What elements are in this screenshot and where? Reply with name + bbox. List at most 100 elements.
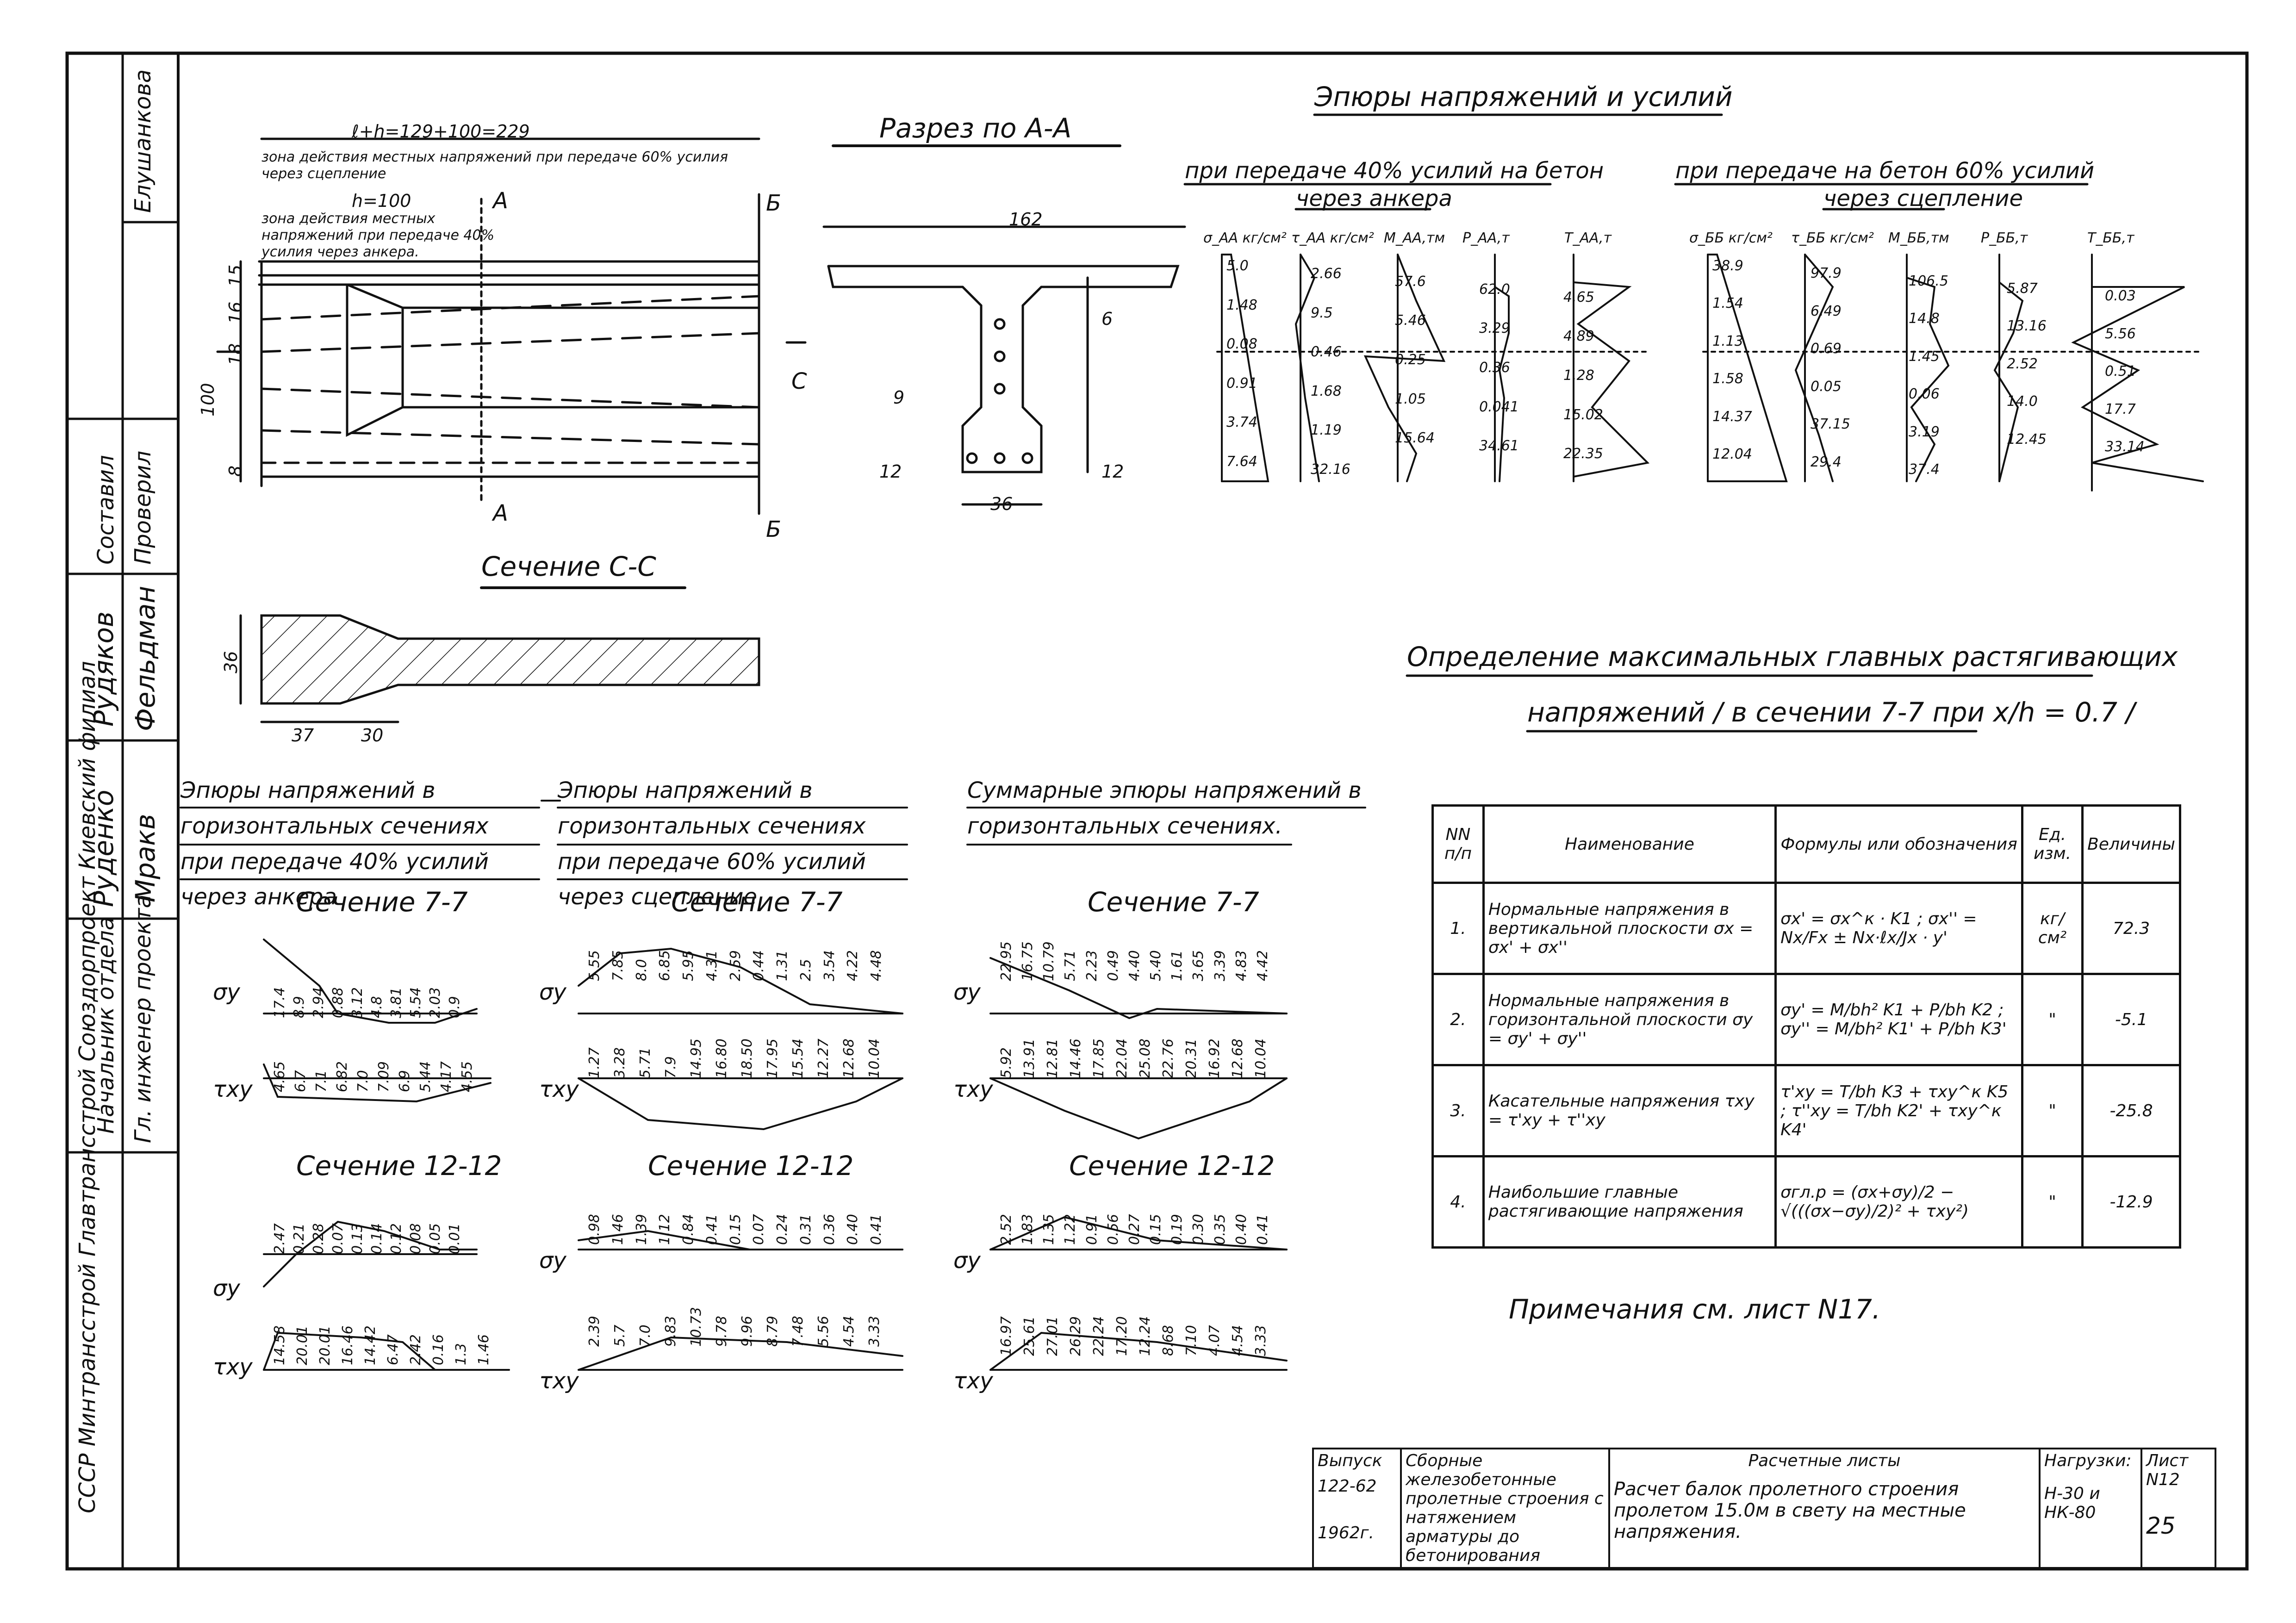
right-value: 106.5 — [1909, 273, 1948, 289]
right-subtitle: через сцепление — [1823, 186, 2023, 211]
hdiag-3-txy-1212: τxy — [953, 1368, 993, 1394]
td-formula: σy' = M/bh² K1 + P/bh K2 ; σy'' = M/bh² … — [1774, 973, 2023, 1066]
diagram-value: 1.46 — [476, 1334, 492, 1365]
right-value: 1.45 — [1909, 348, 1940, 365]
diagram-value: 4.54 — [841, 1316, 857, 1347]
diagram-value: 10.79 — [1041, 941, 1058, 981]
cc-dim-36: 36 — [221, 651, 241, 673]
diagram-value: 2.5 — [797, 959, 814, 981]
diagram-value: 0.88 — [330, 987, 346, 1018]
stamp-name-1: Рудяков — [88, 611, 119, 727]
cc-dim-30: 30 — [361, 725, 384, 746]
diagram-value: 5.54 — [408, 987, 424, 1018]
hdiag-3-sec77: Сечение 7-7 — [1088, 886, 1259, 918]
td-num: 2. — [1431, 973, 1485, 1066]
diagram-value: 16.97 — [998, 1316, 1014, 1356]
diagram-value: 17.95 — [765, 1038, 781, 1078]
left-value: 0.08 — [1226, 336, 1257, 353]
th-num: NN п/п — [1431, 804, 1485, 884]
diagram-value: 22.76 — [1160, 1038, 1176, 1078]
diagram-value: 4.17 — [438, 1061, 454, 1092]
right-value: 13.16 — [2007, 318, 2047, 335]
left-value: 3.29 — [1479, 320, 1510, 337]
stamp-name-5: Елушанкова — [130, 69, 156, 213]
hdiag-1-sy-77: σy — [213, 979, 240, 1005]
aa-dim-r1: 6 — [1101, 309, 1113, 329]
diagram-value: 6.85 — [657, 950, 673, 981]
right-value: 14.37 — [1712, 408, 1752, 425]
epure-right-label-t: T_ББ,т — [2087, 230, 2134, 246]
diagram-value: 0.40 — [1233, 1214, 1250, 1245]
diagram-value: 1.27 — [586, 1047, 603, 1078]
stamp-role-checker: Проверил — [130, 450, 156, 565]
diagram-value: 13.91 — [1021, 1038, 1038, 1078]
diagram-value: 14.42 — [362, 1325, 379, 1365]
hdiag-1-title: Эпюры напряжений в горизонтальных сечени… — [180, 777, 489, 910]
diagram-value: 1.3 — [453, 1343, 469, 1365]
td-num: 3. — [1431, 1064, 1485, 1157]
left-value: 7.64 — [1226, 454, 1257, 470]
diagram-value: 22.95 — [998, 941, 1014, 981]
diagram-value: 16.46 — [340, 1325, 356, 1365]
diagram-value: 0.15 — [727, 1214, 744, 1245]
tb-desc: Сборные железобетонные пролетные строени… — [1400, 1448, 1610, 1569]
diagram-value: 3.54 — [821, 950, 838, 981]
aa-dim-width: 162 — [1009, 209, 1043, 230]
diagram-value: 0.36 — [821, 1214, 838, 1245]
elev-zone-40: зона действия местных напряжений при пер… — [261, 211, 495, 260]
th-formula: Формулы или обозначения — [1774, 804, 2023, 884]
epure-right-label-m: M_ББ,тм — [1888, 230, 1949, 246]
diagram-value: 5.71 — [637, 1047, 653, 1078]
table-header-row: NN п/п Наименование Формулы или обозначе… — [1431, 804, 2181, 884]
hdiag-2-title: Эпюры напряжений в горизонтальных сечени… — [558, 777, 866, 910]
diagram-value: 4.42 — [1254, 950, 1271, 981]
epure-left-label-t: T_AA,т — [1564, 230, 1612, 246]
diagram-value: 4.22 — [845, 950, 861, 981]
diagram-value: 26.29 — [1068, 1316, 1084, 1356]
elev-label-a-bottom: А — [493, 500, 508, 526]
right-value: 0.51 — [2105, 363, 2136, 380]
elev-dim-8: 8 — [225, 465, 246, 477]
hdiag-3-sec1212: Сечение 12-12 — [1069, 1150, 1275, 1181]
hdiag-2-sy-77: σy — [539, 979, 566, 1005]
diagram-value: 4.31 — [703, 950, 720, 981]
diagram-value: 4.83 — [1233, 950, 1250, 981]
left-value: 57.6 — [1395, 273, 1426, 290]
max-stress-title-2: напряжений / в сечении 7-7 при x/h = 0.7… — [1527, 696, 2135, 728]
diagram-value: 3.81 — [388, 987, 404, 1018]
diagram-value: 4.54 — [1230, 1325, 1246, 1356]
hdiag-3-sy-77: σy — [953, 979, 981, 1005]
diagram-value: 1.61 — [1169, 950, 1186, 981]
right-value: 14.0 — [2007, 393, 2038, 410]
left-title: при передаче 40% усилий на бетон — [1185, 158, 1604, 184]
diagram-value: 0.35 — [1212, 1214, 1228, 1245]
hdiag-3-title: Суммарные эпюры напряжений в горизонталь… — [967, 777, 1362, 839]
diagram-value: 17.20 — [1114, 1316, 1130, 1356]
tb-loads-cell: Нагрузки: Н-30 и НК-80 — [2039, 1448, 2142, 1569]
diagram-value: 4.8 — [369, 996, 385, 1018]
diagram-value: 9.78 — [714, 1316, 730, 1347]
diagram-value: 0.91 — [1083, 1214, 1100, 1245]
right-value: 14.8 — [1909, 311, 1940, 327]
diagram-value: 4.48 — [868, 950, 885, 981]
diagram-value: 20.01 — [317, 1325, 333, 1365]
diagram-value: 10.73 — [688, 1307, 704, 1347]
diagram-value: 2.47 — [272, 1223, 288, 1254]
diagram-value: 5.44 — [417, 1061, 434, 1092]
epure-left-lines — [1216, 254, 1650, 482]
diagram-value: 2.52 — [998, 1214, 1014, 1245]
right-value: 12.04 — [1712, 446, 1752, 463]
diagram-value: 3.65 — [1190, 950, 1207, 981]
left-value: 0.36 — [1479, 360, 1510, 376]
diagram-value: 0.56 — [1105, 1214, 1121, 1245]
hdiag-2-txy-77: τxy — [539, 1076, 579, 1102]
tb-issue-label: Выпуск — [1318, 1451, 1382, 1470]
hdiag-1-sec1212: Сечение 12-12 — [296, 1150, 502, 1181]
diagram-value: 4.07 — [1207, 1325, 1223, 1356]
diagram-value: 2.03 — [427, 987, 443, 1018]
td-name: Нормальные напряжения в горизонтальной п… — [1482, 973, 1777, 1066]
right-title: при передаче на бетон 60% усилий — [1675, 158, 2095, 184]
hdiag-2-sec77: Сечение 7-7 — [671, 886, 843, 918]
right-value: 0.69 — [1811, 341, 1842, 357]
